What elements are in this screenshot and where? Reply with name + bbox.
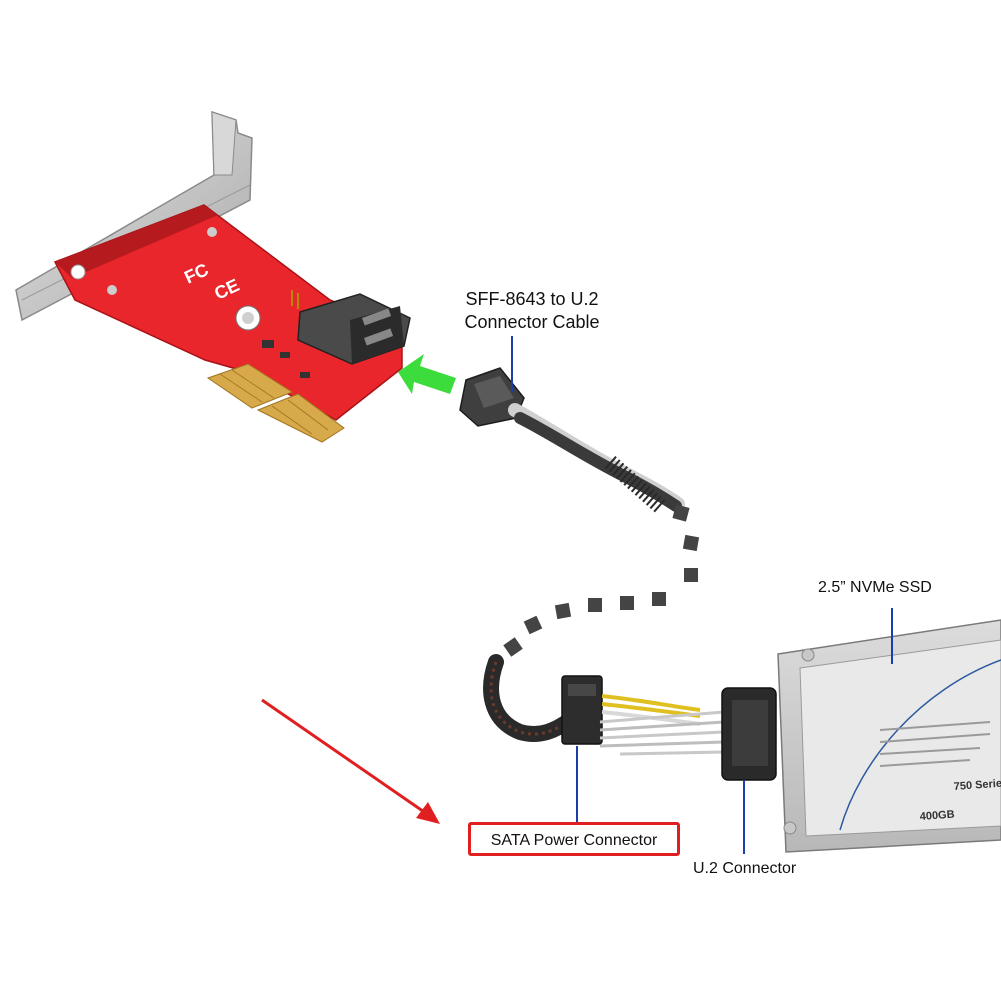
adapter-card: FC CE	[53, 204, 411, 443]
braided-cable	[483, 654, 578, 743]
u2-connector	[721, 687, 777, 781]
cable-label-line1: SFF-8643 to U.2	[465, 289, 599, 309]
ssd-series-text: 750 Series	[953, 777, 1001, 793]
leader-lines	[511, 336, 893, 854]
sata-label: SATA Power Connector	[490, 832, 658, 849]
cable	[508, 403, 685, 514]
u2-label: U.2 Connector	[693, 860, 797, 877]
pointer-arrow-icon	[261, 698, 440, 824]
gold-fingers	[206, 363, 345, 443]
insert-arrow-icon	[398, 354, 456, 394]
u2-wires	[599, 710, 725, 756]
ssd-label: 2.5” NVMe SSD	[818, 579, 932, 596]
sff8643-socket	[297, 293, 411, 365]
sata-highlight-box: SATA Power Connector	[468, 822, 680, 856]
cable-label: SFF-8643 to U.2 Connector Cable	[432, 288, 632, 334]
ssd-capacity-text: 400GB	[919, 809, 955, 823]
nvme-ssd: 750 Series 400GB	[777, 619, 1001, 853]
cable-continuation	[503, 504, 700, 657]
cable-label-line2: Connector Cable	[464, 312, 600, 332]
